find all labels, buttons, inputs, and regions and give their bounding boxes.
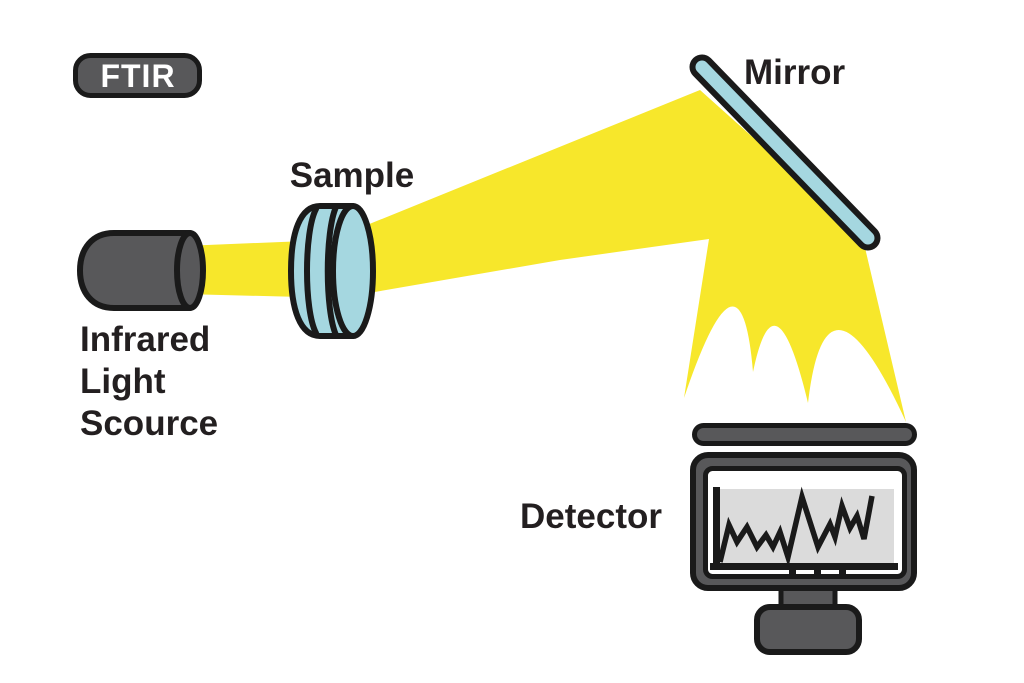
detector-top-bar bbox=[692, 423, 917, 446]
mirror-label: Mirror bbox=[744, 53, 846, 92]
source-label: Infrared Light Scource bbox=[80, 320, 218, 443]
sample-ring-line-1 bbox=[304, 206, 319, 336]
screen-y-axis bbox=[713, 487, 720, 570]
mirror-glass bbox=[695, 60, 875, 245]
mirror-icon bbox=[689, 54, 881, 251]
sample-label: Sample bbox=[290, 156, 415, 195]
source-label-line2: Light bbox=[80, 362, 166, 401]
source-body bbox=[77, 230, 193, 311]
infrared-source-icon bbox=[77, 230, 206, 311]
screen-x-tick-3 bbox=[839, 570, 846, 577]
screen-x-axis bbox=[710, 563, 898, 570]
detector-monitor-icon bbox=[690, 423, 917, 655]
screen-x-tick-2 bbox=[814, 570, 821, 577]
source-label-line3: Scource bbox=[80, 404, 218, 443]
detector-base bbox=[754, 604, 862, 655]
detector-label: Detector bbox=[520, 497, 662, 536]
screen-x-tick-1 bbox=[789, 570, 796, 577]
sample-lens-icon bbox=[288, 203, 376, 339]
source-label-line1: Infrared bbox=[80, 320, 210, 359]
ftir-badge-label: FTIR bbox=[100, 58, 175, 94]
sample-front-face bbox=[330, 203, 376, 339]
ftir-badge: FTIR bbox=[73, 53, 202, 98]
source-cap bbox=[174, 230, 206, 311]
sample-ring-line-2 bbox=[324, 204, 339, 338]
signal-trace bbox=[717, 486, 875, 568]
ir-beam bbox=[183, 90, 906, 422]
ftir-badge-box bbox=[73, 53, 202, 98]
